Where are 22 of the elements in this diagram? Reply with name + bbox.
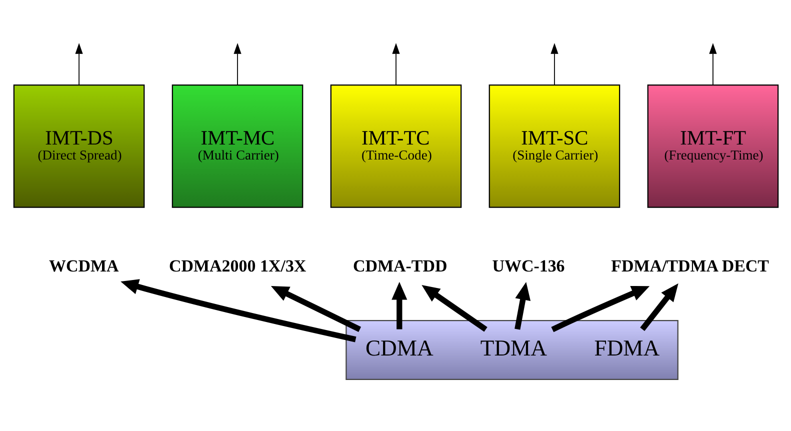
- node-text: FDMA/TDMA DECT: [610, 256, 768, 275]
- node-text: WCDMA: [48, 256, 118, 275]
- arrow: [391, 281, 407, 329]
- cluster: [345, 319, 678, 380]
- arrow: [233, 42, 241, 85]
- arrow: [708, 42, 716, 85]
- arrow: [392, 42, 400, 85]
- node-text: CDMA2000 1X/3X: [168, 256, 306, 275]
- arrow: [120, 278, 356, 342]
- node-box: IMT-FT (Frequency-Time): [646, 84, 778, 208]
- node-text: CDMA: [364, 335, 433, 360]
- node-box: IMT-MC (Multi Carrier): [171, 84, 303, 208]
- node-text: CDMA-TDD: [352, 256, 447, 275]
- arrow: [550, 42, 558, 85]
- node-box: IMT-DS (Direct Spread): [12, 84, 144, 208]
- arrow: [74, 42, 82, 85]
- node-box: IMT-SC (Single Carrier): [488, 84, 620, 208]
- node-text: TDMA: [480, 335, 547, 360]
- node-text: FDMA: [594, 335, 660, 360]
- node-box: IMT-TC (Time-Code): [330, 84, 462, 208]
- arrow: [270, 285, 361, 332]
- node-text: UWC-136: [492, 256, 564, 275]
